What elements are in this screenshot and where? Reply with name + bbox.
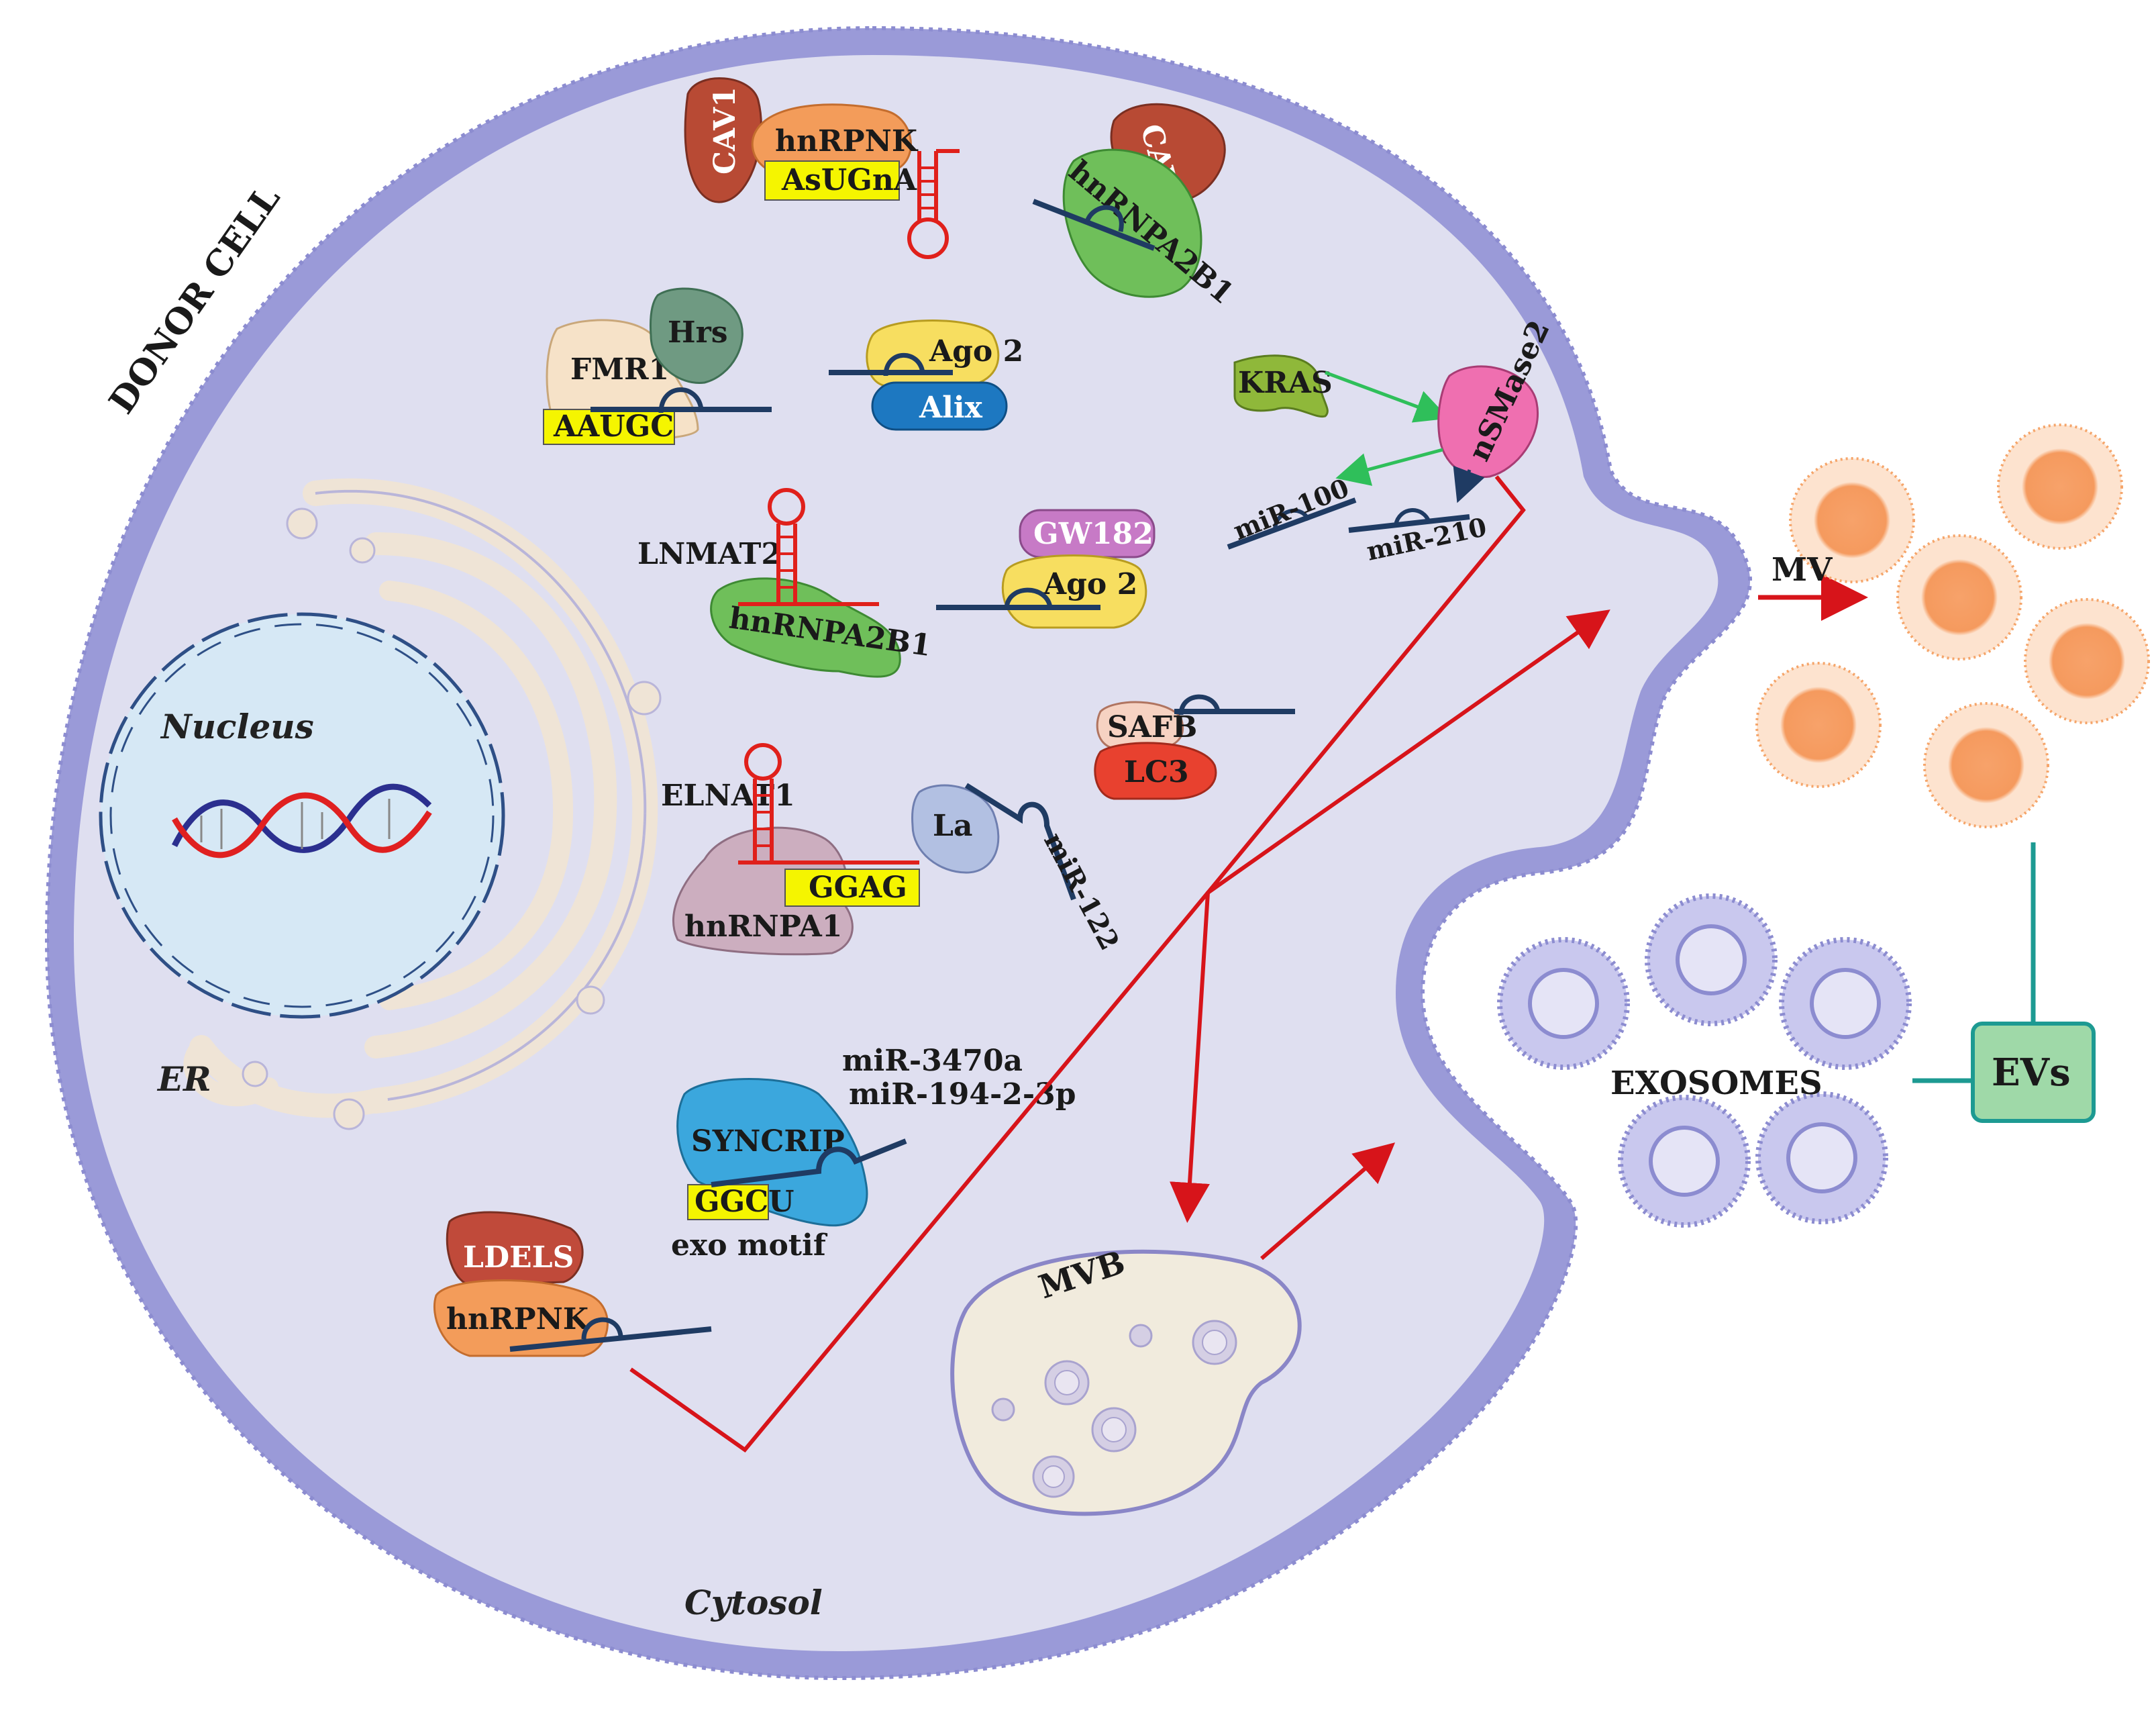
red-pathway	[629, 475, 1868, 1453]
exosomes: EXOSOMES	[1497, 893, 1912, 1228]
gw182-label: GW182	[1033, 517, 1153, 551]
cav1-hnrpnk-complex: CAV1 hnRPNK AsUGnA	[684, 77, 960, 259]
ldels-hnrpnk-complex: LDELS hnRPNK	[433, 1211, 712, 1357]
cytosol-label: Cytosol	[684, 1583, 823, 1622]
hnrnpa1-label: hnRNPA1	[684, 909, 842, 944]
aaugc-label: AAUGC	[553, 409, 674, 444]
lnmat2-hairpin	[738, 488, 879, 606]
hnrpnk-bottom-label: hnRPNK	[446, 1302, 590, 1336]
mvb-to-exosome-arrow	[1260, 1142, 1396, 1261]
elnat1-label: ELNAT1	[661, 779, 795, 813]
exosome	[1779, 937, 1912, 1070]
pathway-from-nsmase2	[1170, 475, 1526, 1223]
safb-label: SAFB	[1107, 710, 1197, 744]
aaugc-box	[543, 409, 675, 445]
dna-double-helix	[171, 783, 432, 858]
evs-label: EVs	[1992, 1050, 2071, 1095]
alix-shape	[871, 381, 1008, 431]
la-label: La	[933, 809, 972, 843]
mv-vesicle	[2024, 598, 2150, 724]
ggag-box	[784, 869, 920, 907]
nsmase2-to-mir210-arrow	[1453, 465, 1485, 503]
nsmase2-to-mir100-arrow	[1335, 448, 1443, 486]
endoplasmic-reticulum	[183, 478, 662, 1130]
mv-vesicle	[1896, 534, 2022, 660]
mv-vesicle	[1755, 662, 1882, 788]
kras-label: KRAS	[1238, 366, 1333, 400]
elnat1-hnrnpa1-complex: ELNAT1 hnRNPA1 GGAG	[661, 743, 920, 956]
syncrip-label: SYNCRIP	[691, 1124, 845, 1159]
hairpin-rna-top	[907, 149, 960, 259]
ago2-alix-complex: Ago 2 Alix	[829, 319, 1023, 431]
asugna-label: AsUGnA	[781, 163, 917, 197]
exosomes-label: EXOSOMES	[1610, 1065, 1823, 1102]
exo-motif-label: exo motif	[671, 1228, 828, 1263]
er-label: ER	[156, 1059, 211, 1099]
mv-vesicle	[1789, 457, 1915, 583]
evs-box	[1971, 1022, 2096, 1123]
elnat1-hairpin	[738, 743, 919, 865]
ggcu-label: GGCU	[695, 1185, 794, 1219]
exosome	[1645, 893, 1778, 1026]
ldels-label: LDELS	[463, 1240, 574, 1275]
exosome	[1618, 1095, 1751, 1228]
kras-arrow	[1325, 371, 1449, 423]
pathway-from-hnrpnk	[629, 609, 1610, 1453]
mv-vesicle	[1923, 702, 2049, 828]
mv-label: MV	[1772, 551, 1833, 589]
gw182-ago2-complex: GW182 Ago 2	[936, 509, 1156, 629]
cav1-label-a: CAV1	[708, 87, 742, 175]
microvesicles: MV	[1755, 424, 2150, 828]
nucleus-label: Nucleus	[160, 707, 314, 746]
evs-group: EVs	[1912, 842, 2096, 1123]
ago2-b-label: Ago 2	[1043, 567, 1137, 601]
safb-lc3-complex: SAFB LC3	[1094, 694, 1295, 800]
hrs-label: Hrs	[668, 315, 728, 350]
asugna-box	[764, 160, 900, 201]
exosome	[1497, 937, 1630, 1070]
mir3470a-label: miR-3470a	[842, 1044, 1023, 1078]
exosome	[1755, 1091, 1888, 1224]
ago2-a-label: Ago 2	[929, 334, 1023, 368]
hnrpnk-top-label: hnRPNK	[775, 124, 919, 158]
ggag-label: GGAG	[809, 871, 907, 905]
mv-vesicle	[1997, 424, 2123, 550]
lc3-label: LC3	[1124, 755, 1189, 789]
fmr1-label: FMR1	[570, 352, 669, 387]
lnmat2-label: LNMAT2	[637, 537, 782, 571]
nucleus: Nucleus	[99, 612, 505, 1019]
mvb: MVB	[950, 1244, 1302, 1516]
alix-label: Alix	[919, 391, 983, 425]
rna-strand-cav1-b	[1032, 199, 1156, 251]
syncrip-complex: miR-3470a miR-194-2-3p SYNCRIP GGCU exo …	[671, 1044, 1076, 1263]
fmr1-hrs-complex: FMR1 Hrs AAUGC	[543, 287, 772, 445]
